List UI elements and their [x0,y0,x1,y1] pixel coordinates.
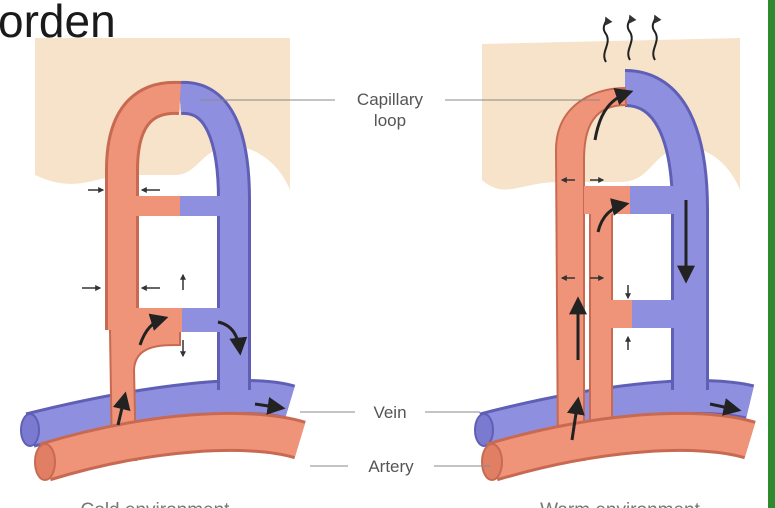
capillary-label-line1: Capillary [357,90,424,109]
left-diagram [21,38,300,480]
left-artery-end [35,444,55,480]
artery-label: Artery [368,457,414,476]
right-arterial-branch [590,200,612,430]
caption-cold: Cold environment [81,500,231,508]
capillary-label-line2: loop [374,111,406,130]
right-vein-end [475,414,493,446]
right-diagram [475,16,750,480]
vein-label: Vein [373,403,406,422]
caption-warm: Warm environment [540,500,701,508]
left-vein-end [21,414,39,446]
captions: Cold environment Warm environment [81,500,701,508]
right-artery-end [482,444,502,480]
